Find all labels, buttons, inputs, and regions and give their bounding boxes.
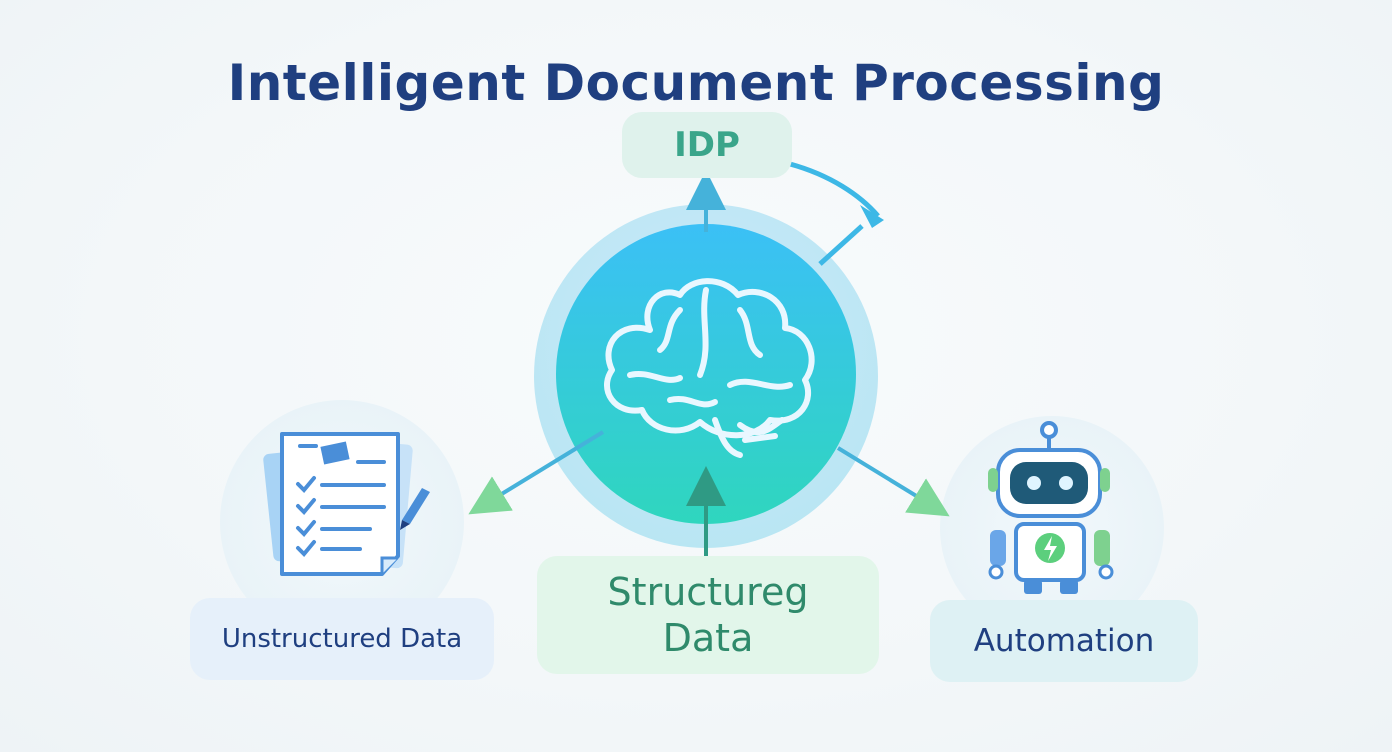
automation-node: Automation (930, 600, 1198, 682)
unstructured-data-node: Unstructured Data (190, 598, 494, 680)
idp-label: IDP (674, 125, 740, 165)
document-checklist-icon (263, 432, 413, 576)
page-title: Intelligent Document Processing (227, 54, 1165, 112)
automation-label: Automation (973, 623, 1155, 659)
structured-data-label-line2: Data (662, 616, 754, 660)
robot-icon (988, 421, 1114, 594)
arrow-core-to-idp-tail (818, 224, 864, 266)
core-circle (556, 224, 856, 524)
unstructured-data-label: Unstructured Data (221, 624, 463, 654)
arrow-core-to-automation (836, 446, 950, 517)
arrow-idp-curve (789, 161, 880, 218)
pencil-icon (400, 488, 430, 530)
structured-data-label-line1: Structureg (607, 570, 809, 614)
arrow-core-to-unstructured (468, 430, 605, 515)
arrow-idp-curve-head (860, 205, 884, 228)
idp-node: IDP (622, 112, 792, 178)
structured-data-node: Structureg Data (537, 556, 879, 674)
brain-icon (604, 278, 815, 458)
